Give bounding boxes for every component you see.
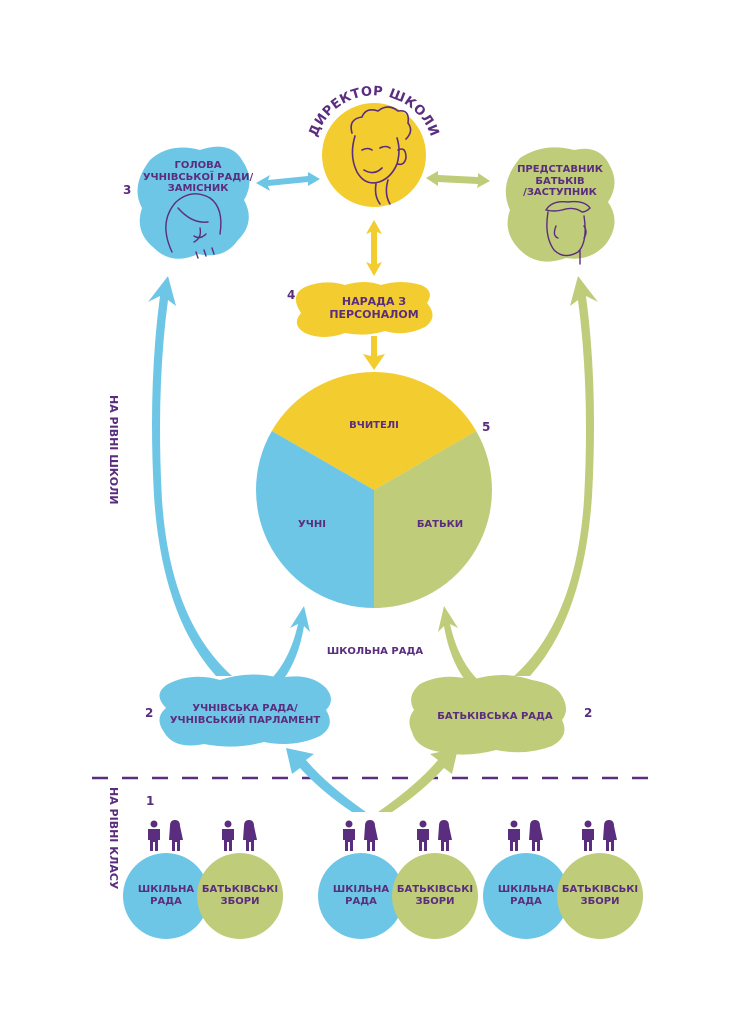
svg-text:ДИРЕКТОР ШКОЛИ: ДИРЕКТОР ШКОЛИ [306, 84, 441, 139]
parent-rep-blob [505, 147, 615, 262]
arrow-parent-council-to-council [438, 606, 478, 684]
label-line: ЗБОРИ [220, 896, 260, 907]
arrow-parent-council-to-rep [514, 276, 598, 676]
student-face-icon [165, 193, 222, 259]
arrow-director-parent-rep [426, 171, 490, 188]
arrow-student-parliament-to-council [270, 606, 310, 684]
label-line: БАТЬКІВСЬКІ [561, 883, 639, 895]
staff-meeting-blob [295, 282, 433, 337]
parent-council-blob [409, 675, 566, 755]
director-title: ДИРЕКТОР ШКОЛИ [306, 84, 441, 139]
arrow-director-staff-meeting [366, 220, 382, 276]
step-number-2-students: 2 [145, 706, 154, 720]
parent-face-icon [544, 200, 591, 265]
pie-label-teachers: ВЧИТЕЛІ [349, 420, 399, 431]
label-line: ШКІЛЬНА [497, 883, 555, 895]
staff-meeting-line: ПЕРСОНАЛОМ [329, 307, 419, 321]
label-line: ШКІЛЬНА [332, 883, 390, 895]
label-line: РАДА [510, 896, 542, 907]
pie-slice-parents [374, 431, 493, 608]
school-council-label: ШКОЛЬНА РАДА [326, 646, 424, 657]
label-line: ШКІЛЬНА [137, 883, 195, 895]
parent-rep-line: /ЗАСТУПНИК [523, 187, 597, 198]
arrow-director-student-head [256, 172, 320, 191]
student-parliament-line: УЧНІВСЬКА РАДА/ [192, 703, 298, 714]
arrow-student-parliament-to-head [148, 276, 232, 676]
staff-meeting-label: НАРАДА З ПЕРСОНАЛОМ [314, 295, 434, 321]
director-title-text: ДИРЕКТОР ШКОЛИ [306, 84, 441, 139]
student-parliament-line: УЧНІВСЬКИЙ ПАРЛАМЕНТ [169, 714, 321, 726]
student-head-line: ГОЛОВА [174, 160, 222, 171]
class-level-label: НА РІВНІ КЛАСУ [107, 787, 120, 890]
pie-slice-teachers [271, 371, 477, 490]
parent-pair-icon [217, 820, 261, 852]
parent-rep-line: ПРЕДСТАВНИК [517, 164, 603, 175]
pie-slice-students [255, 431, 374, 608]
pie-label-students: УЧНІ [298, 519, 326, 530]
label-line: РАДА [345, 896, 377, 907]
director-face-icon [350, 106, 412, 205]
step-number-2-parents: 2 [584, 706, 593, 720]
step-number-4: 4 [287, 288, 296, 302]
label-line: ЗБОРИ [415, 896, 455, 907]
label-line: БАТЬКІВСЬКІ [396, 883, 474, 895]
step-number-1: 1 [146, 794, 155, 808]
student-pair-icon [503, 820, 547, 852]
arrow-class-to-student-parliament [286, 748, 366, 812]
student-parliament-blob [159, 674, 331, 747]
staff-meeting-line: НАРАДА З [341, 295, 407, 308]
arrow-class-to-parent-council [378, 748, 458, 812]
student-head-line: ЗАМІСНИК [167, 183, 229, 194]
label-line: БАТЬКІВСЬКІ [201, 883, 279, 895]
student-parliament-label: УЧНІВСЬКА РАДА/ УЧНІВСЬКИЙ ПАРЛАМЕНТ [160, 703, 330, 726]
student-pair-icon [338, 820, 382, 852]
student-pair-icon [143, 820, 187, 852]
school-council-pie [255, 371, 493, 608]
student-head-label: ГОЛОВА УЧНІВСЬКОЇ РАДИ/ ЗАМІСНИК [138, 160, 258, 195]
parent-council-label: БАТЬКІВСЬКА РАДА [437, 711, 553, 722]
parent-rep-label: ПРЕДСТАВНИК БАТЬКІВ /ЗАСТУПНИК [500, 164, 620, 199]
student-head-line: УЧНІВСЬКОЇ РАДИ/ [142, 171, 254, 183]
parent-pair-icon [577, 820, 621, 852]
label-line: ЗБОРИ [580, 896, 620, 907]
step-number-5: 5 [482, 420, 491, 434]
label-line: РАДА [150, 896, 182, 907]
parent-pair-icon [412, 820, 456, 852]
pie-label-parents: БАТЬКИ [416, 519, 464, 530]
arrow-staff-meeting-council [363, 336, 385, 370]
parent-rep-line: БАТЬКІВ [535, 175, 585, 187]
school-level-label: НА РІВНІ ШКОЛИ [107, 395, 120, 505]
director-circle [322, 103, 426, 207]
step-number-3: 3 [123, 183, 132, 197]
